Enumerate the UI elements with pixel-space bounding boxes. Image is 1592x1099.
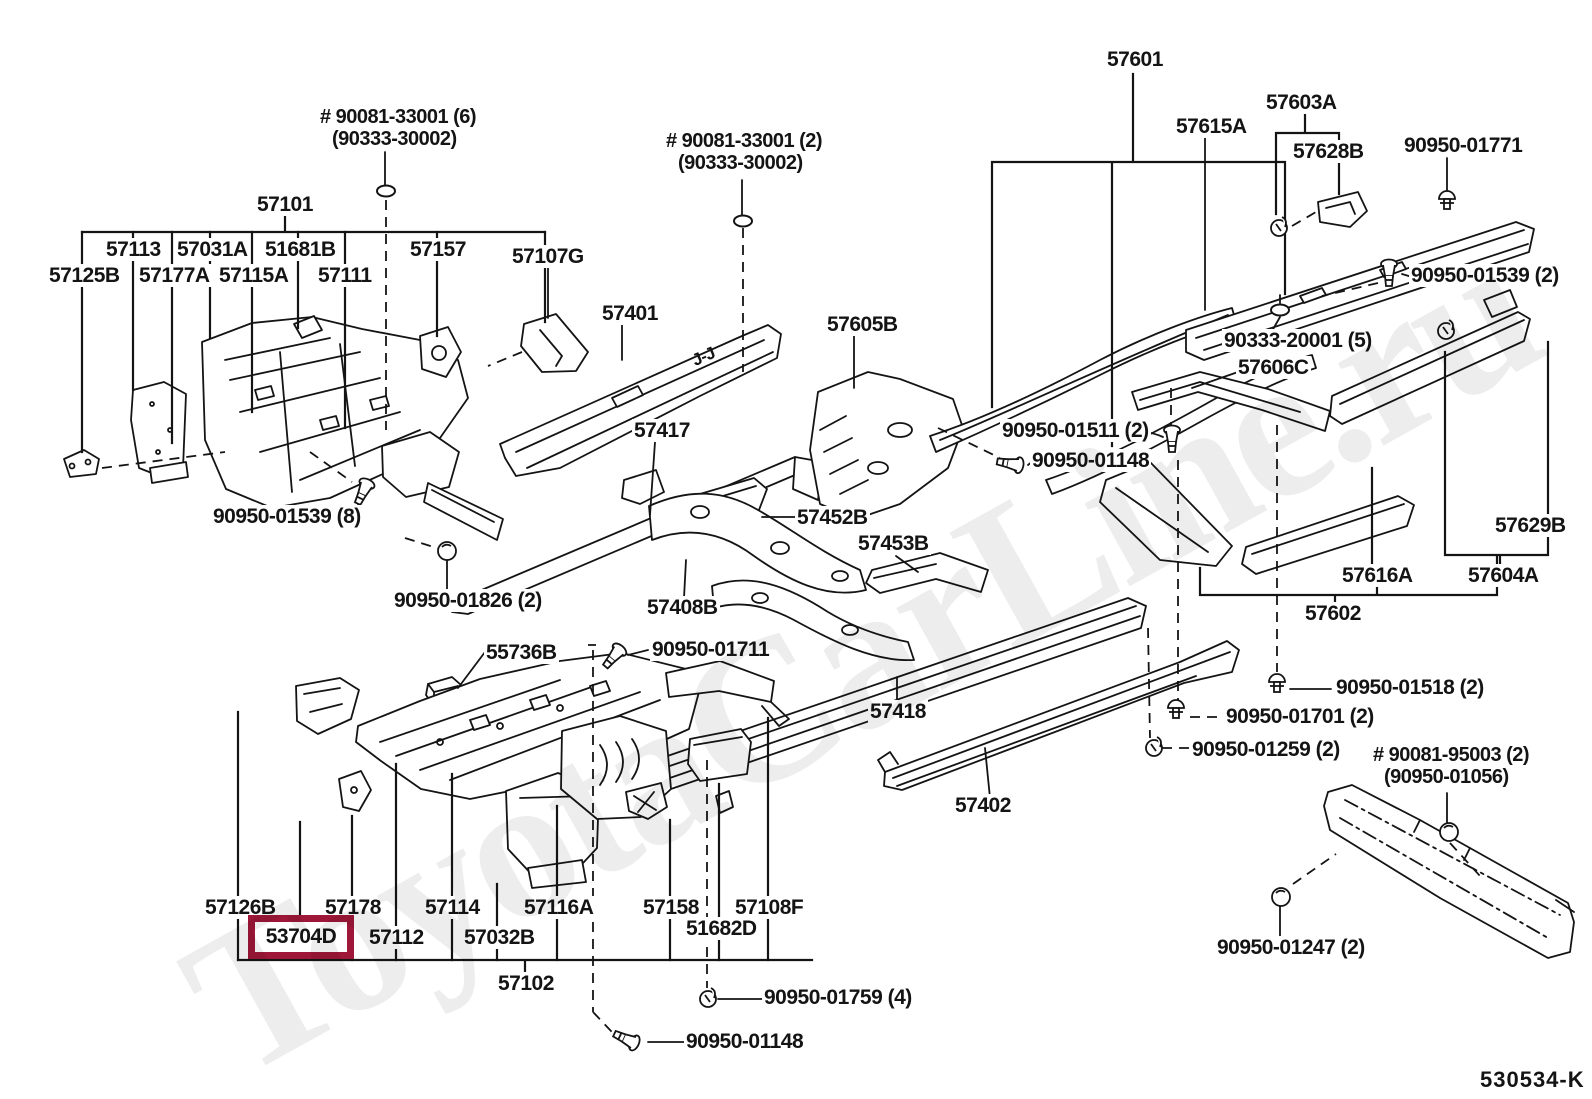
fastener-label: 90950-01148 bbox=[684, 1030, 806, 1053]
part-57615A-sill bbox=[1185, 221, 1535, 361]
fastener-label: 90950-01511 (2) bbox=[1000, 419, 1151, 442]
part-corner-clip bbox=[63, 449, 100, 478]
push-clip-icon bbox=[1438, 190, 1456, 210]
fastener-label: 90950-01759 (4) bbox=[762, 986, 914, 1009]
part-label-57114: 57114 bbox=[423, 896, 482, 919]
part-label-57602: 57602 bbox=[1303, 602, 1363, 625]
part-label-57101: 57101 bbox=[255, 193, 315, 216]
fastener-label: 90950-01711 bbox=[650, 638, 772, 661]
part-label-57107G: 57107G bbox=[510, 245, 586, 268]
snap-clip-icon bbox=[1270, 216, 1288, 237]
part-label-57112: 57112 bbox=[367, 926, 426, 949]
part-label-57113: 57113 bbox=[104, 238, 163, 261]
highlight-box[interactable]: 53704D bbox=[248, 915, 354, 959]
part-label-57157: 57157 bbox=[408, 238, 468, 261]
part-cowl-bracket bbox=[295, 677, 360, 735]
part-label-51682D: 51682D bbox=[684, 917, 759, 940]
part-57107G bbox=[520, 313, 589, 373]
fastener-label: 90950-01701 (2) bbox=[1224, 705, 1376, 728]
part-label-57401: 57401 bbox=[600, 302, 660, 325]
diagram-code: 530534-K bbox=[1480, 1067, 1585, 1092]
part-label-53704D[interactable]: 53704D bbox=[265, 925, 337, 948]
part-label-57032B: 57032B bbox=[462, 926, 537, 949]
part-label-57453B: 57453B bbox=[856, 532, 931, 555]
fastener-label: 90950-01771 bbox=[1402, 134, 1525, 157]
part-rear-panel bbox=[1323, 784, 1575, 959]
bracket-lines bbox=[80, 72, 1550, 975]
bolt-icon bbox=[994, 452, 1026, 475]
part-lower-bracket bbox=[381, 431, 460, 498]
plug-icon bbox=[437, 541, 457, 561]
part-label-51681B: 51681B bbox=[263, 238, 338, 261]
fastener-label: (90950-01056) bbox=[1382, 766, 1511, 788]
fastener-label: 90950-01826 (2) bbox=[392, 589, 544, 612]
part-57453B bbox=[865, 552, 989, 594]
grommet-icon bbox=[376, 184, 396, 198]
fastener-label: 90950-01518 (2) bbox=[1334, 676, 1486, 699]
part-label-57115A: 57115A bbox=[217, 264, 291, 287]
part-label-57125B: 57125B bbox=[47, 264, 122, 287]
grommet-icon bbox=[1270, 303, 1290, 317]
part-label-57601: 57601 bbox=[1105, 48, 1165, 71]
fastener-label: (90333-30002) bbox=[330, 128, 459, 150]
part-label-57402: 57402 bbox=[953, 794, 1013, 817]
grommet-icon bbox=[733, 214, 753, 228]
part-label-57417: 57417 bbox=[632, 419, 692, 442]
part-label-57628B: 57628B bbox=[1291, 140, 1366, 163]
part-label-57408B: 57408B bbox=[645, 596, 720, 619]
fastener-label: # 90081-95003 (2) bbox=[1371, 744, 1532, 766]
part-label-57177A: 57177A bbox=[137, 264, 212, 287]
push-clip-icon bbox=[1167, 699, 1185, 719]
part-label-57603A: 57603A bbox=[1264, 91, 1339, 114]
snap-clip-icon bbox=[699, 987, 717, 1008]
push-clip-icon bbox=[1268, 673, 1286, 693]
fastener-label: 90950-01259 (2) bbox=[1190, 738, 1342, 761]
part-51682D-box bbox=[687, 728, 752, 782]
part-57616A-rail bbox=[1241, 495, 1415, 575]
fastener-label: # 90081-33001 (6) bbox=[318, 106, 479, 128]
part-57628B bbox=[1317, 191, 1368, 228]
part-57401-rail bbox=[499, 324, 782, 477]
plug-icon bbox=[1271, 887, 1291, 907]
part-label-57108F: 57108F bbox=[733, 896, 806, 919]
alignment-dashed-lines bbox=[101, 200, 1481, 1033]
part-label-57615A: 57615A bbox=[1174, 115, 1249, 138]
fastener-label: # 90081-33001 (2) bbox=[664, 130, 825, 152]
fastener-label: 90950-01247 (2) bbox=[1215, 936, 1367, 959]
fastener-label: (90333-30002) bbox=[676, 152, 805, 174]
part-shapes bbox=[63, 191, 1575, 959]
fastener-label: 90333-20001 (5) bbox=[1222, 329, 1374, 352]
part-label-57616A: 57616A bbox=[1340, 564, 1415, 587]
part-label-57605B: 57605B bbox=[825, 313, 900, 336]
part-label-55736B: 55736B bbox=[484, 641, 559, 664]
part-57408B-b bbox=[711, 579, 915, 661]
part-label-57452B: 57452B bbox=[795, 506, 870, 529]
part-label-57116A: 57116A bbox=[522, 896, 596, 919]
part-57605B-pan bbox=[809, 371, 964, 520]
part-label-57606C: 57606C bbox=[1236, 356, 1311, 379]
part-label-57126B: 57126B bbox=[203, 896, 278, 919]
fastener-label: 90950-01539 (2) bbox=[1409, 264, 1561, 287]
part-label-57031A: 57031A bbox=[175, 238, 250, 261]
part-label-57102: 57102 bbox=[496, 972, 556, 995]
fastener-label: 90950-01148 bbox=[1030, 449, 1152, 472]
part-label-57418: 57418 bbox=[868, 700, 928, 723]
part-label-57604A: 57604A bbox=[1466, 564, 1541, 587]
part-top-clip bbox=[293, 315, 323, 339]
bolt-icon bbox=[610, 1025, 643, 1054]
part-label-57111: 57111 bbox=[316, 264, 374, 287]
part-57606C bbox=[1131, 371, 1331, 432]
part-label-57629B: 57629B bbox=[1493, 514, 1568, 537]
snap-clip-icon bbox=[1145, 736, 1163, 757]
plug-icon bbox=[1439, 822, 1459, 842]
fastener-label: 90950-01539 (8) bbox=[211, 505, 363, 528]
part-label-57178: 57178 bbox=[323, 896, 383, 919]
part-57178-bracket bbox=[338, 770, 372, 812]
part-label-57158: 57158 bbox=[641, 896, 701, 919]
part-57157-bracket bbox=[419, 326, 462, 378]
snap-clip-icon bbox=[1437, 319, 1455, 340]
